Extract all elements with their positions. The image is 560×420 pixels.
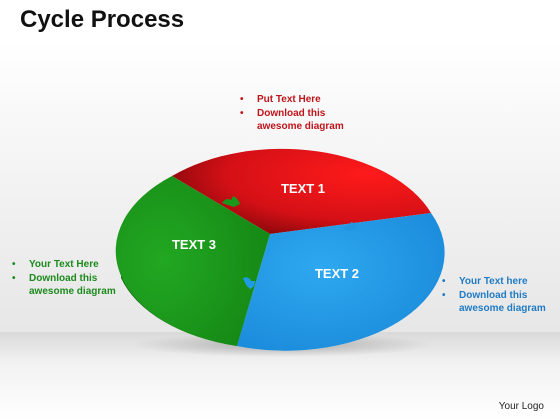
segment-label-text-2: TEXT 2 bbox=[315, 266, 359, 281]
segment-text-1-red[interactable] bbox=[172, 148, 431, 234]
callout-red: Put Text Here Download this awesome diag… bbox=[240, 93, 370, 134]
callout-blue: Your Text here Download this awesome dia… bbox=[442, 275, 557, 316]
callout-red-item: Download this awesome diagram bbox=[240, 107, 370, 133]
segment-label-text-1: TEXT 1 bbox=[281, 181, 325, 196]
callout-green-item: Download this awesome diagram bbox=[12, 272, 127, 298]
puzzle-tab-blue-green bbox=[243, 277, 255, 289]
puzzle-tab-red-blue bbox=[343, 222, 357, 231]
callout-green: Your Text Here Download this awesome dia… bbox=[12, 258, 127, 299]
callout-blue-item: Your Text here bbox=[442, 275, 557, 288]
callout-blue-item: Download this awesome diagram bbox=[442, 289, 557, 315]
segment-text-2-blue[interactable] bbox=[237, 213, 445, 351]
slide-title: Cycle Process bbox=[20, 6, 185, 33]
logo-text: Your Logo bbox=[498, 401, 544, 412]
callout-red-item: Put Text Here bbox=[240, 93, 370, 106]
segment-text-3-green[interactable] bbox=[115, 176, 270, 346]
puzzle-tab-red-green bbox=[222, 196, 240, 207]
callout-green-item: Your Text Here bbox=[12, 258, 127, 271]
segment-label-text-3: TEXT 3 bbox=[172, 237, 216, 252]
